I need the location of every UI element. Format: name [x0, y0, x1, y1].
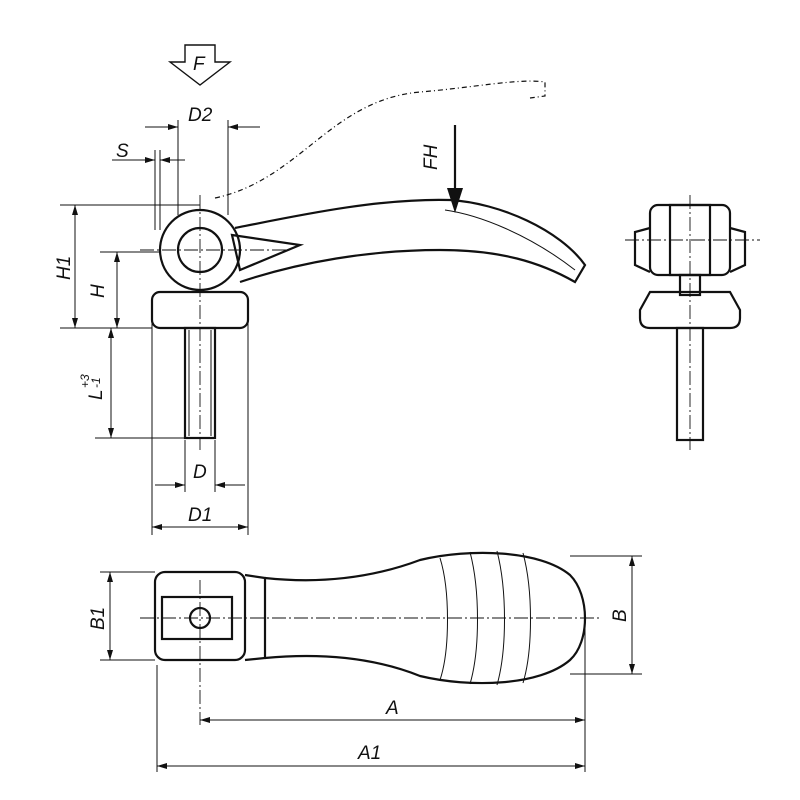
label-S: S: [116, 141, 129, 162]
label-L: L: [86, 389, 107, 400]
label-H: H: [88, 284, 109, 298]
top-view: [100, 550, 642, 772]
label-B1: B1: [88, 607, 109, 630]
label-H1: H1: [54, 256, 75, 280]
label-L-tol-lower: -1: [89, 377, 103, 388]
label-D1: D1: [188, 505, 212, 526]
label-FH: FH: [421, 144, 442, 170]
label-B: B: [610, 609, 631, 622]
side-view: [60, 44, 587, 535]
label-F: F: [193, 54, 206, 75]
force-arrow-icon: [167, 44, 233, 86]
label-A1: A1: [357, 743, 381, 764]
front-view: [625, 195, 760, 450]
label-L-tol-upper: +3: [78, 374, 92, 388]
label-D2: D2: [188, 105, 213, 126]
label-A: A: [385, 698, 399, 719]
label-D: D: [193, 462, 207, 483]
